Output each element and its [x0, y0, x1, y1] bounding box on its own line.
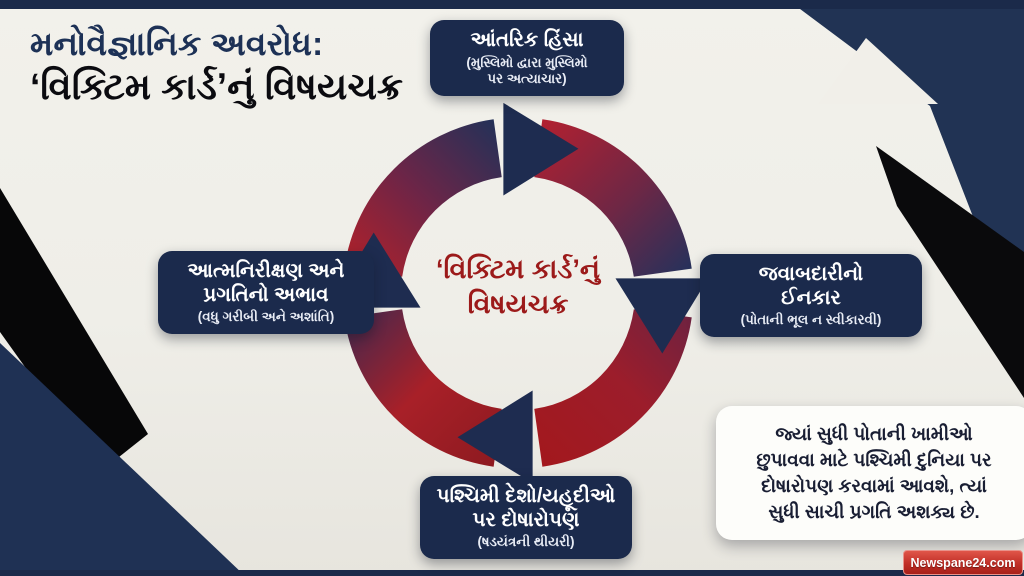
cycle-center-line2: વિષયચક્ર — [467, 289, 569, 320]
quote-line1: જ્યાં સુધી પોતાની ખામીઓ — [775, 423, 973, 444]
quote-line2: છુપાવવા માટે પશ્ચિમી દુનિયા પર — [756, 448, 992, 470]
conclusion-quote-box: જ્યાં સુધી પોતાની ખામીઓ છુપાવવા માટે પશ્… — [716, 406, 1024, 540]
decor-bottom-strip — [0, 570, 1024, 576]
decor-top-strip — [0, 0, 1024, 9]
node-denial-of-responsibility: જવાબદારીનો ઈનકાર (પોતાની ભૂલ ન સ્વીકારવી… — [700, 254, 922, 338]
node-bottom-title-line1: પશ્ચિમી દેશો/યહૂદીઓ — [436, 485, 616, 507]
node-left-title-line1: આત્મનિરીક્ષણ અને — [187, 260, 345, 282]
node-right-sub: (પોતાની ભૂલ ન સ્વીકારવી) — [740, 312, 882, 328]
node-bottom-sub: (ષડયંત્રની થીયરી) — [477, 534, 575, 550]
node-bottom-title-line2: પર દોષારોપણ — [472, 508, 580, 531]
node-top-title: આંતરિક હિંસા — [470, 29, 584, 51]
watermark-label: Newspane24.com — [910, 555, 1016, 570]
page-title-line2: ‘વિક્ટિમ કાર્ડ’નું વિષયચક્ર — [30, 66, 404, 108]
cycle-center-line1: ‘વિક્ટિમ કાર્ડ’નું — [436, 254, 600, 284]
node-top-sub-line2: પર અત્યાચાર) — [487, 71, 567, 87]
watermark-badge[interactable]: Newspane24.com — [903, 550, 1023, 575]
quote-line3: દોષારોપણ કરવામાં આવશે, ત્યાં — [761, 474, 987, 496]
node-right-title-line2: ઈનકાર — [781, 286, 841, 309]
node-left-title-line2: પ્રગતિનો અભાવ — [203, 283, 329, 306]
quote-line4: સુધી સાચી પ્રગતિ અશક્ય છે. — [768, 500, 980, 522]
node-left-sub: (વધુ ગરીબી અને અશાંતિ) — [197, 309, 335, 325]
cycle-diagram — [327, 102, 709, 484]
cycle-arc-bottom-right — [534, 309, 692, 467]
arrowhead-right-icon — [615, 278, 709, 354]
node-right-title-line1: જવાબદારીનો — [758, 263, 864, 285]
cycle-arc-top-right — [534, 119, 692, 277]
node-lack-of-introspection: આત્મનિરીક્ષણ અને પ્રગતિનો અભાવ (વધુ ગરીબ… — [158, 251, 374, 335]
node-top-sub-line1: (મુસ્લિમો દ્વારા મુસ્લિમો — [466, 54, 588, 70]
cycle-arc-top-left — [344, 119, 502, 277]
page-title: મનોવૈજ્ઞાનિક અવરોધ: ‘વિક્ટિમ કાર્ડ’નું વ… — [30, 24, 430, 109]
arrowhead-bottom-icon — [457, 390, 533, 484]
node-internal-violence: આંતરિક હિંસા (મુસ્લિમો દ્વારા મુસ્લિમો પ… — [430, 20, 624, 97]
cycle-arc-bottom-left — [344, 309, 502, 467]
page-title-line1: મનોવૈજ્ઞાનિક અવરોધ: — [30, 25, 324, 62]
cycle-center-label: ‘વિક્ટિમ કાર્ડ’નું વિષયચક્ર — [408, 252, 628, 322]
arrowhead-top-icon — [503, 102, 579, 196]
node-blaming-west: પશ્ચિમી દેશો/યહૂદીઓ પર દોષારોપણ (ષડયંત્ર… — [420, 476, 632, 560]
